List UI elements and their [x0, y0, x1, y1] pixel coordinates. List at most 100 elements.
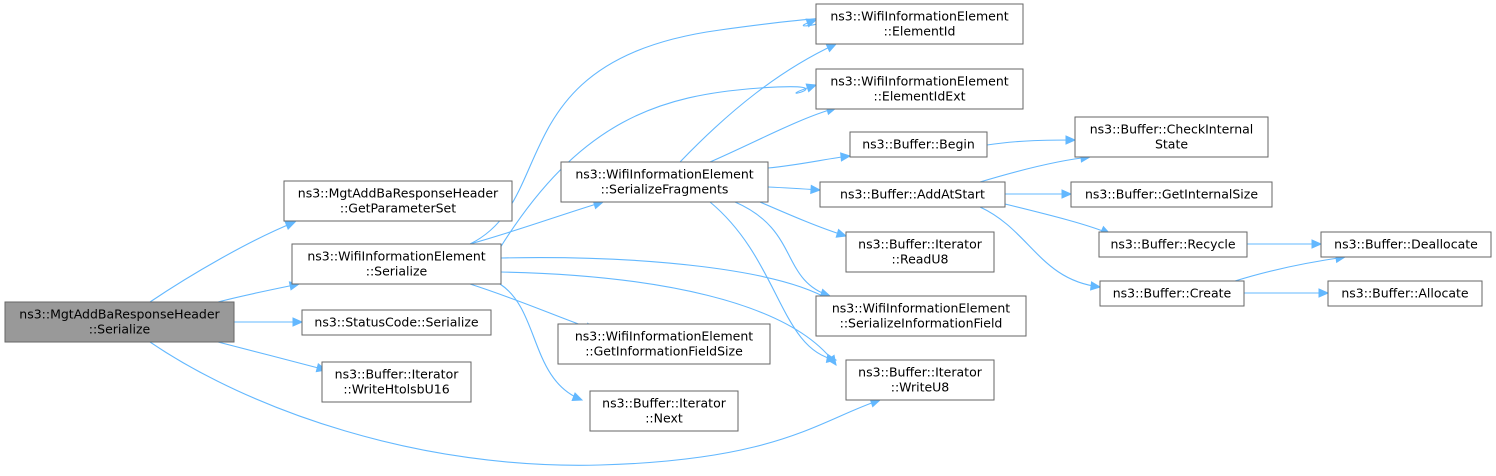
node-label: ::Serialize	[366, 264, 428, 279]
edge-wie_serialize-to-iter_next	[499, 283, 584, 402]
edge-line	[217, 283, 300, 303]
node-wie_serialize[interactable]: ns3::WifiInformationElement::Serialize	[291, 243, 502, 285]
edge-wie_serialize-to-wie_elementidext	[499, 83, 818, 249]
node-label: ns3::Buffer::GetInternalSize	[1085, 187, 1258, 202]
edge-line	[709, 107, 837, 163]
edge-buf_begin-to-buf_checkinternal	[986, 135, 1077, 146]
node-box	[589, 390, 739, 432]
node-label: ::Next	[645, 411, 683, 426]
edge-wie_serialize-to-wie_serinfo	[500, 257, 832, 301]
node-iter_writeu8[interactable]: ns3::Buffer::Iterator::WriteU8	[845, 359, 995, 401]
edge-line	[679, 43, 837, 163]
node-box	[1074, 116, 1269, 158]
edge-wie_serfrag-to-wie_elementid	[679, 43, 838, 163]
node-box	[283, 180, 513, 222]
edge-wie_serfrag-to-buf_begin	[767, 152, 852, 169]
edge-wie_serfrag-to-iter_readu8	[759, 201, 848, 238]
edge-mgt_serialize-to-mgt_getparam	[149, 221, 297, 303]
edge-wie_serialize-to-wie_elementid	[469, 17, 833, 245]
arrow-head-icon	[810, 184, 822, 195]
node-wie_getinfosize[interactable]: ns3::WifiInformationElement::GetInformat…	[557, 323, 771, 365]
edge-buf_create-to-buf_allocate	[1243, 288, 1330, 298]
edge-line	[979, 156, 1091, 183]
edge-line	[709, 201, 837, 361]
node-label: ns3::StatusCode::Serialize	[314, 315, 478, 330]
node-label: ::SerializeInformationField	[840, 316, 1003, 331]
edge-buf_create-to-buf_deallocate	[1234, 253, 1347, 282]
node-label: ns3::WifiInformationElement	[830, 9, 1008, 24]
node-buf_recycle[interactable]: ns3::Buffer::Recycle	[1098, 231, 1248, 258]
node-buf_allocate[interactable]: ns3::Buffer::Allocate	[1327, 280, 1483, 307]
arrow-head-icon	[1311, 239, 1323, 249]
arrow-head-icon	[292, 317, 304, 327]
node-label: ::WriteU8	[891, 380, 950, 395]
node-box	[815, 295, 1027, 337]
edge-line	[500, 257, 831, 301]
node-box	[557, 323, 771, 365]
edge-line	[499, 84, 817, 249]
node-label: ns3::MgtAddBaResponseHeader	[19, 307, 220, 322]
edge-line	[1234, 256, 1346, 282]
arrow-head-icon	[835, 228, 848, 238]
node-box	[1098, 231, 1248, 258]
edge-wie_serfrag-to-iter_writeu8	[709, 201, 838, 364]
edge-line	[469, 201, 604, 245]
arrow-head-icon	[284, 221, 297, 230]
node-label: ::GetInformationFieldSize	[585, 344, 743, 359]
edge-buf_addatstart-to-buf_recycle	[1004, 203, 1112, 235]
node-wie_elementid[interactable]: ns3::WifiInformationElement::ElementId	[815, 3, 1024, 45]
edge-buf_addatstart-to-buf_getinternalsize	[1004, 189, 1073, 199]
node-label: ns3::WifiInformationElement	[575, 167, 753, 182]
arrow-head-icon	[805, 18, 818, 28]
node-box	[849, 131, 988, 158]
edge-mgt_serialize-to-wie_serialize	[217, 281, 301, 303]
node-label: ns3::Buffer::Allocate	[1341, 286, 1469, 301]
node-iter_next[interactable]: ns3::Buffer::Iterator::Next	[589, 390, 739, 432]
arrow-head-icon	[805, 83, 818, 93]
edge-line	[217, 341, 327, 371]
node-label: ::ElementId	[884, 24, 956, 39]
node-buf_create[interactable]: ns3::Buffer::Create	[1099, 280, 1245, 307]
node-label: ns3::Buffer::Iterator	[602, 396, 727, 411]
node-iter_readu8[interactable]: ns3::Buffer::Iterator::ReadU8	[845, 231, 995, 273]
edge-mgt_serialize-to-write_htolsb	[217, 341, 328, 373]
edge-line	[469, 17, 833, 245]
node-write_htolsb[interactable]: ns3::Buffer::Iterator::WriteHtolsbU16	[321, 361, 472, 403]
arrow-head-icon	[1090, 281, 1102, 291]
node-label: ns3::Buffer::Recycle	[1110, 237, 1235, 252]
edge-line	[979, 206, 1101, 288]
node-label: State	[1155, 137, 1188, 152]
node-buf_getinternalsize[interactable]: ns3::Buffer::GetInternalSize	[1070, 181, 1273, 208]
node-label: ns3::Buffer::Begin	[862, 137, 975, 152]
node-status_serialize[interactable]: ns3::StatusCode::Serialize	[301, 309, 492, 336]
node-label: ::GetParameterSet	[340, 201, 456, 216]
node-wie_serinfo[interactable]: ns3::WifiInformationElement::SerializeIn…	[815, 295, 1027, 337]
edge-line	[986, 139, 1076, 146]
edge-line	[734, 201, 831, 297]
node-mgt_getparam[interactable]: ns3::MgtAddBaResponseHeader::GetParamete…	[283, 180, 513, 222]
node-label: ::ElementIdExt	[874, 89, 966, 104]
node-label: ns3::Buffer::Deallocate	[1334, 237, 1478, 252]
node-label: ns3::WifiInformationElement	[830, 74, 1008, 89]
node-box	[819, 181, 1006, 208]
node-buf_addatstart[interactable]: ns3::Buffer::AddAtStart	[819, 181, 1006, 208]
node-label: ns3::Buffer::AddAtStart	[840, 187, 985, 202]
node-label: ::ReadU8	[892, 252, 949, 267]
node-buf_deallocate[interactable]: ns3::Buffer::Deallocate	[1320, 231, 1492, 258]
arrow-head-icon	[1061, 189, 1073, 199]
node-label: ns3::WifiInformationElement	[832, 301, 1010, 316]
arrow-head-icon	[825, 43, 838, 53]
edge-line	[500, 271, 837, 366]
node-mgt_serialize[interactable]: ns3::MgtAddBaResponseHeader::Serialize	[4, 301, 235, 343]
arrow-head-icon	[825, 353, 838, 364]
node-label: ::WriteHtolsbU16	[343, 382, 449, 397]
node-wie_elementidext[interactable]: ns3::WifiInformationElement::ElementIdEx…	[815, 68, 1024, 110]
node-box	[301, 309, 492, 336]
node-label: ns3::MgtAddBaResponseHeader	[298, 186, 499, 201]
node-wie_serfrag[interactable]: ns3::WifiInformationElement::SerializeFr…	[560, 161, 769, 203]
arrow-head-icon	[1318, 288, 1330, 298]
node-buf_begin[interactable]: ns3::Buffer::Begin	[849, 131, 988, 158]
